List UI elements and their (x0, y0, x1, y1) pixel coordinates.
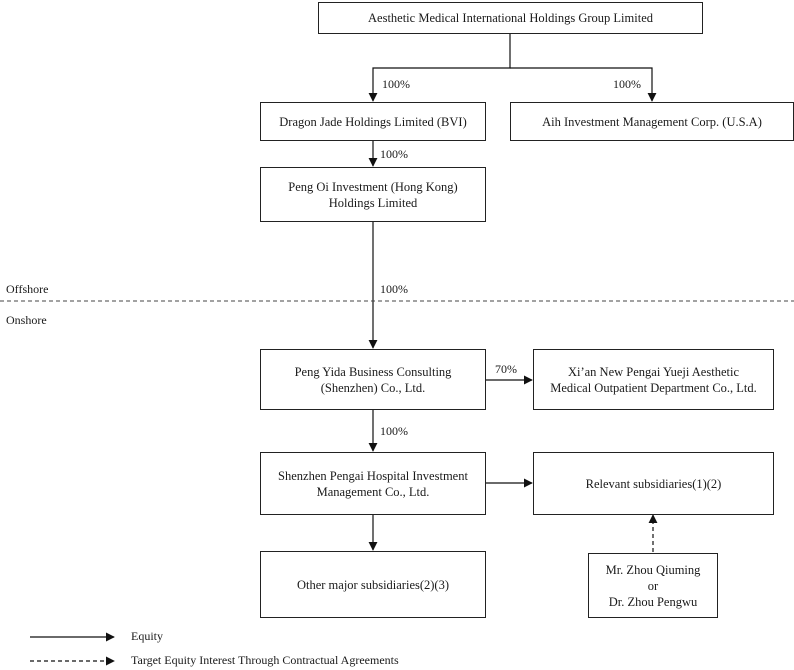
equity-line-parent-dragon-jade (368, 34, 511, 102)
equity-line-parent-aih (510, 67, 657, 102)
zone-label-offshore: Offshore (6, 282, 49, 296)
entity-peng-yida-line1: Peng Yida Business Consulting (294, 364, 452, 379)
entity-shenzhen-pengai: Shenzhen Pengai Hospital Investment Mana… (260, 452, 486, 515)
entity-relevant-subsidiaries-name: Relevant subsidiaries(1)(2) (585, 476, 722, 491)
entity-parent: Aesthetic Medical International Holdings… (318, 2, 703, 34)
ownership-label-peng-yida: 100% (380, 282, 408, 296)
legend-contractual-label: Target Equity Interest Through Contractu… (131, 653, 399, 667)
zone-label-onshore: Onshore (6, 313, 47, 327)
entity-xian-line2: Medical Outpatient Department Co., Ltd. (550, 380, 757, 395)
entity-aih: Aih Investment Management Corp. (U.S.A) (510, 102, 794, 141)
entity-other-subsidiaries-name: Other major subsidiaries(2)(3) (296, 577, 450, 592)
ownership-label-xian: 70% (495, 362, 517, 376)
entity-dragon-jade: Dragon Jade Holdings Limited (BVI) (260, 102, 486, 141)
entity-zhou-line3: Dr. Zhou Pengwu (608, 594, 698, 609)
ownership-label-shenzhen-pengai: 100% (380, 424, 408, 438)
entity-zhou-line2: or (647, 578, 659, 593)
entity-peng-yida-line2: (Shenzhen) Co., Ltd. (320, 380, 426, 395)
entity-zhou-line1: Mr. Zhou Qiuming (605, 562, 701, 577)
entity-peng-yida: Peng Yida Business Consulting (Shenzhen)… (260, 349, 486, 410)
entity-other-subsidiaries: Other major subsidiaries(2)(3) (260, 551, 486, 618)
entity-xian-line1: Xi’an New Pengai Yueji Aesthetic (567, 364, 739, 379)
entity-dragon-jade-name: Dragon Jade Holdings Limited (BVI) (279, 114, 467, 129)
ownership-label-aih: 100% (613, 77, 641, 91)
legend-equity-label: Equity (131, 629, 163, 643)
ownership-label-peng-oi: 100% (380, 147, 408, 161)
entity-zhou: Mr. Zhou Qiuming or Dr. Zhou Pengwu (588, 553, 718, 618)
entity-peng-oi-line2: Holdings Limited (328, 195, 418, 210)
ownership-label-dragon-jade: 100% (382, 77, 410, 91)
entity-shenzhen-pengai-line1: Shenzhen Pengai Hospital Investment (278, 468, 468, 483)
entity-aih-name: Aih Investment Management Corp. (U.S.A) (542, 114, 762, 129)
entity-peng-oi-line1: Peng Oi Investment (Hong Kong) (288, 179, 458, 194)
entity-xian: Xi’an New Pengai Yueji Aesthetic Medical… (533, 349, 774, 410)
entity-relevant-subsidiaries: Relevant subsidiaries(1)(2) (533, 452, 774, 515)
entity-shenzhen-pengai-line2: Management Co., Ltd. (316, 484, 430, 499)
entity-peng-oi: Peng Oi Investment (Hong Kong) Holdings … (260, 167, 486, 222)
entity-parent-name: Aesthetic Medical International Holdings… (368, 11, 653, 25)
